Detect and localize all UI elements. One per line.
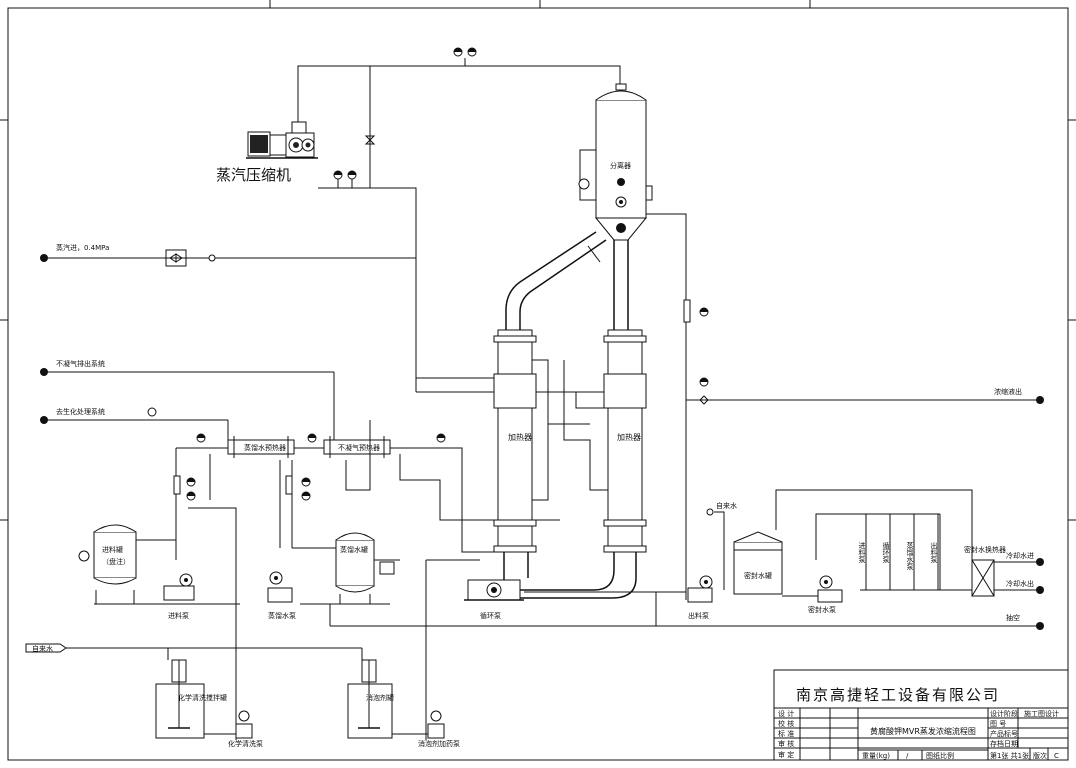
role-2: 校 核: [778, 719, 794, 728]
cleaning-tank: [155, 659, 205, 739]
cleaning-tank-label: 化学清洗搅拌罐: [178, 693, 227, 702]
stage-value: 施工图设计: [1024, 709, 1059, 718]
role-1: 设 计: [778, 709, 794, 718]
feed-tank: [93, 524, 137, 604]
defoamer-tank: [347, 659, 393, 739]
drawing-title: 黄腐酸钾MVR蒸发浓缩流程图: [870, 726, 976, 736]
steam-compressor: [246, 121, 318, 159]
right-label-1: 设计阶段: [990, 709, 1018, 718]
weight-value: /: [906, 752, 909, 760]
feed-tank-sub-label: （盘注）: [102, 557, 130, 566]
cooling-in-label: 冷却水进: [1006, 551, 1034, 560]
cooling-out-label: 冷却水出: [1006, 579, 1034, 588]
condensate-tank-label: 蒸馏水罐: [340, 545, 368, 554]
title-block: [773, 669, 1069, 761]
scale-label: 图纸比例: [926, 751, 954, 760]
feed-pump: [163, 573, 195, 601]
seal-pump-4: 出料泵: [930, 541, 938, 563]
role-3: 标 准: [778, 729, 794, 738]
seal-water-pump-list: 进料泵 循环泵 蒸馏水泵 出料泵: [858, 514, 939, 590]
right-label-2: 图 号: [990, 720, 1006, 728]
pump-circ-label: 循环泵: [480, 611, 501, 620]
seal-pump-3: 蒸馏水泵: [906, 541, 914, 570]
role-4: 审 核: [778, 739, 794, 748]
pump-seal-label: 密封水泵: [808, 605, 836, 614]
seal-cooler-label: 密封水换热器: [964, 545, 1006, 554]
preheater-2: [323, 436, 391, 458]
heater-2-label: 加热器: [617, 432, 641, 442]
concentrate-out-label: 浓缩液出: [994, 387, 1022, 396]
feed-tank-label: 进料罐: [102, 545, 123, 554]
heater-1-label: 加热器: [508, 432, 532, 442]
separator-vessel: [594, 83, 653, 241]
condensate-tank: [335, 532, 375, 604]
top-gauges: [453, 47, 477, 66]
role-5: 审 定: [778, 750, 794, 759]
heater-1: [493, 329, 537, 586]
version-label: 版次: [1033, 751, 1047, 760]
version-value: C: [1054, 752, 1059, 760]
seal-water-tank: [733, 531, 783, 595]
condensate-pump: [267, 571, 293, 603]
steam-in-label: 蒸汽进，0.4MPa: [56, 243, 109, 252]
right-label-3: 产品标号: [990, 729, 1018, 738]
separator-label: 分离器: [610, 161, 631, 170]
right-label-4: 存档日期: [990, 739, 1018, 748]
cleaning-pump: [235, 710, 253, 739]
preheater-1-label: 蒸馏水预热器: [244, 443, 286, 452]
gauges-comp-out: [333, 170, 357, 188]
pump-condensate-label: 蒸馏水泵: [268, 611, 296, 620]
preheater-2-label: 不凝气预热器: [338, 443, 380, 452]
vacuum-label: 抽空: [1006, 613, 1020, 622]
weight-label: 重量(kg): [862, 752, 890, 760]
heater-2: [520, 329, 647, 599]
seal-pump-1: 进料泵: [858, 542, 866, 563]
sheet-label: 第1张 共1张: [990, 751, 1029, 760]
flow-meters-feed: [173, 475, 311, 501]
drawing-border: [7, 7, 1069, 761]
pump-feed-label: 进料泵: [168, 611, 189, 620]
defoamer-pump: [427, 710, 445, 739]
circulation-pump: [464, 579, 524, 601]
tap-water-label: 自来水: [32, 644, 53, 653]
preheater-1: [227, 436, 295, 458]
company-name: 南京高捷轻工设备有限公司: [796, 686, 1000, 704]
seal-water-cooler: [971, 559, 995, 597]
seal-tank-label: 密封水罐: [744, 571, 772, 580]
outlet-pump: [687, 575, 713, 603]
tap-water-label-2: 自来水: [716, 501, 737, 510]
pump-clean-label: 化学清洗泵: [228, 739, 263, 748]
seal-pump: [817, 575, 843, 603]
pump-out-label: 出料泵: [688, 611, 709, 620]
seal-pump-2: 循环泵: [882, 541, 890, 563]
pump-defoam-label: 消泡剂加药泵: [418, 739, 460, 748]
noncondensable-label: 不凝气排出系统: [56, 359, 105, 368]
compressor-label: 蒸汽压缩机: [216, 166, 291, 184]
to-biochem-label: 去生化处理系统: [56, 407, 105, 416]
defoamer-tank-label: 消泡剂罐: [366, 693, 394, 702]
